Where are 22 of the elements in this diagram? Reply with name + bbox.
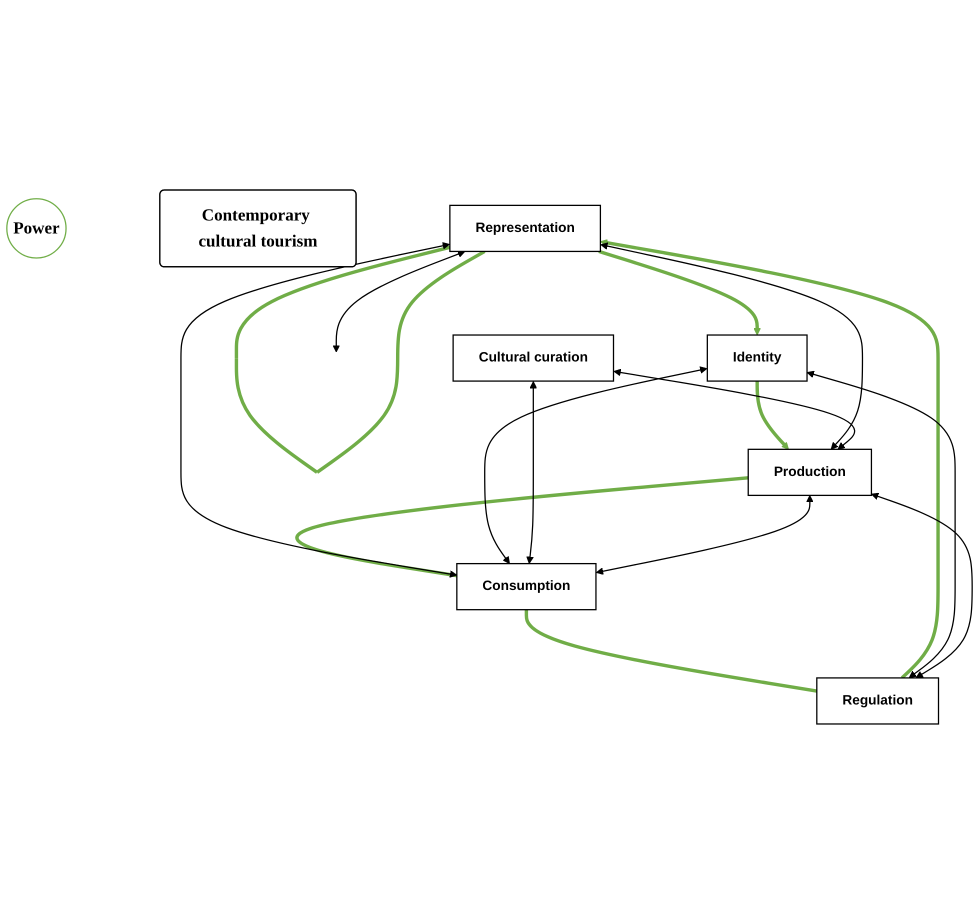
arrow bbox=[614, 368, 856, 450]
arrow bbox=[806, 370, 956, 678]
arrow bbox=[596, 495, 814, 575]
arrow bbox=[526, 381, 538, 564]
arrow bbox=[332, 250, 466, 352]
arrow bbox=[871, 492, 973, 678]
node-box: Regulation bbox=[816, 677, 940, 725]
node-box: Cultural curation bbox=[452, 334, 614, 382]
arrow bbox=[484, 366, 708, 564]
connector bbox=[524, 610, 818, 693]
node-circle: Power bbox=[6, 198, 67, 259]
arrow bbox=[755, 381, 789, 450]
node-box: Identity bbox=[706, 334, 808, 382]
connector bbox=[234, 246, 486, 474]
node-box: Representation bbox=[449, 204, 602, 252]
connector bbox=[296, 476, 748, 578]
node-box: Consumption bbox=[456, 562, 597, 610]
node-box: Production bbox=[748, 448, 872, 496]
arrow bbox=[180, 242, 458, 578]
arrow bbox=[598, 250, 761, 336]
arrow bbox=[600, 242, 864, 450]
arrow bbox=[600, 239, 940, 680]
